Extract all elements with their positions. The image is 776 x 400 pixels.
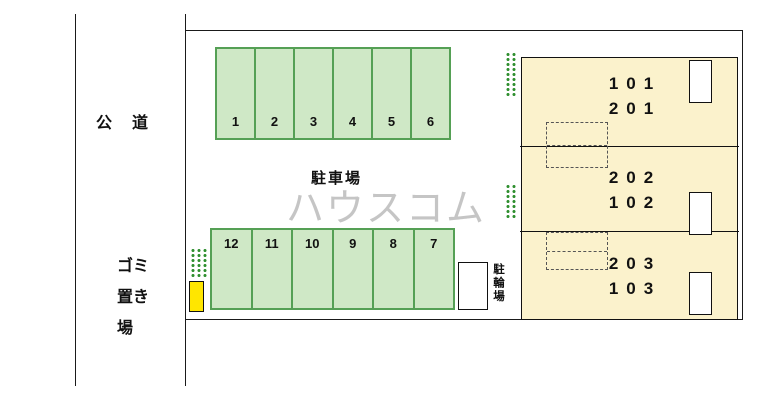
- room-number: 103: [608, 279, 662, 298]
- parking-stall-5: 5: [373, 49, 412, 138]
- staircase-dashed: [546, 232, 608, 270]
- stall-number: 12: [224, 236, 239, 251]
- stall-number: 2: [270, 114, 279, 129]
- room-number: 203: [608, 254, 662, 273]
- stair-step-line: [547, 251, 607, 252]
- apartment-building: 101 201 202 102 203 103: [520, 57, 739, 320]
- garbage-station-marker: [189, 281, 204, 312]
- parking-row-top: 1 2 3 4 5 6: [215, 47, 451, 140]
- road-left-line: [75, 14, 76, 386]
- staircase-dashed: [546, 122, 608, 168]
- parking-stall-10: 10: [293, 230, 334, 308]
- shrub-dots: [505, 184, 518, 218]
- shrub-dots: [190, 248, 208, 279]
- bicycle-parking-box: [458, 262, 488, 310]
- balcony-box: [689, 272, 712, 315]
- unit-divider: [520, 146, 739, 147]
- stall-number: 9: [349, 236, 357, 251]
- public-road-label: 公 道: [96, 115, 151, 132]
- parking-stall-6: 6: [412, 49, 449, 138]
- parking-stall-3: 3: [295, 49, 334, 138]
- parking-lot-label: 駐車場: [311, 170, 363, 187]
- stall-number: 3: [309, 114, 318, 129]
- stall-number: 7: [430, 236, 438, 251]
- stall-number: 1: [231, 114, 240, 129]
- shrub-dots: [505, 52, 518, 98]
- parking-stall-1: 1: [217, 49, 256, 138]
- parking-stall-7: 7: [415, 230, 454, 308]
- stall-number: 5: [387, 114, 396, 129]
- room-number: 202: [608, 168, 662, 187]
- stall-number: 10: [305, 236, 320, 251]
- room-numbers-unit-3: 203 103: [576, 251, 686, 301]
- room-number: 101: [608, 74, 662, 93]
- room-number: 201: [608, 99, 662, 118]
- unit-divider: [520, 231, 739, 232]
- stall-number: 4: [348, 114, 357, 129]
- bicycle-parking-label: 駐輪場: [492, 263, 504, 304]
- stall-number: 8: [389, 236, 397, 251]
- parking-stall-8: 8: [374, 230, 415, 308]
- stair-step-line: [547, 145, 607, 146]
- room-numbers-unit-1: 101 201: [576, 71, 686, 121]
- garbage-area-label: ゴミ 置き 場: [117, 258, 150, 337]
- parking-stall-12: 12: [212, 230, 253, 308]
- parking-stall-4: 4: [334, 49, 373, 138]
- balcony-box: [689, 192, 712, 235]
- parking-stall-11: 11: [253, 230, 293, 308]
- room-numbers-unit-2: 202 102: [576, 165, 686, 215]
- parking-stall-9: 9: [334, 230, 374, 308]
- parking-stall-2: 2: [256, 49, 295, 138]
- parking-row-bottom: 12 11 10 9 8 7: [210, 228, 455, 310]
- room-number: 102: [608, 193, 662, 212]
- stall-number: 6: [426, 114, 435, 129]
- stall-number: 11: [264, 236, 279, 251]
- balcony-box: [689, 60, 712, 103]
- property-outline: [185, 30, 743, 320]
